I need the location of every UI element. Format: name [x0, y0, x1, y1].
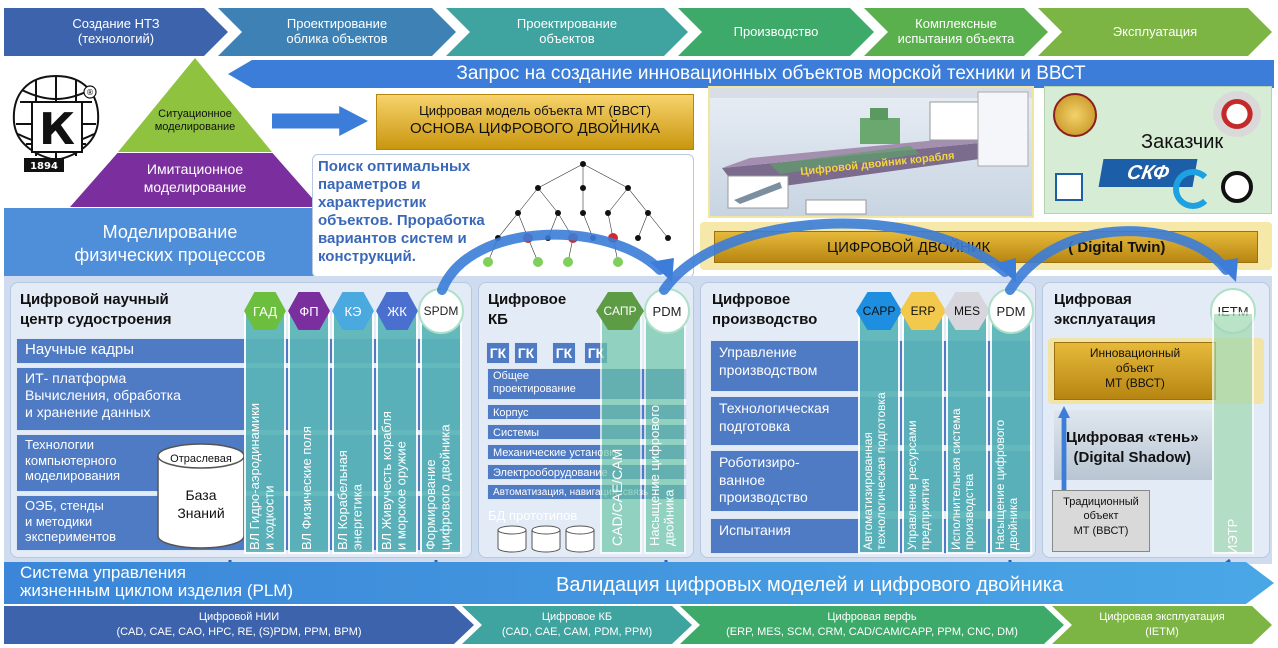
bottom-stage-nii: Цифровой НИИ (CAD, CAE, CAO, HPC, RE, (S… [4, 606, 474, 644]
column-cad [600, 312, 642, 554]
bottom-stage-operation-sub: (IETM) [1145, 626, 1179, 638]
knowledge-base-label: База Знаний [177, 487, 225, 522]
navy-emblem-icon [1053, 93, 1097, 137]
circle-prod-pdm: PDM [988, 288, 1034, 334]
prototype-db-icons [497, 525, 595, 553]
science-center-title: Цифровой научный центр судостроения [20, 291, 172, 329]
bottom-stage-operation-title: Цифровая эксплуатация [1099, 611, 1225, 624]
stage-nts: Создание НТЗ (технологий) [4, 8, 228, 56]
hex-ke: КЭ [332, 292, 374, 330]
gk-1: ГК [486, 342, 510, 364]
customer-title: Заказчик [1141, 131, 1224, 153]
bottom-stage-shipyard-title: Цифровая верфь [827, 611, 917, 624]
stage-production: Производство [678, 8, 874, 56]
column-survivability [376, 310, 418, 554]
gk-3: ГК [552, 342, 576, 364]
innovative-object: Инновационный объект МТ (ВВСТ) [1054, 342, 1216, 400]
operation-title: Цифровая эксплуатация [1054, 291, 1156, 329]
logo-emblem-icon: К ® 1894 [12, 74, 100, 172]
pyramid-physical-label: Моделирование физических процессов [74, 222, 266, 266]
bottom-stage-shipyard: Цифровая верфь (ERP, MES, SCM, CRM, CAD/… [680, 606, 1064, 644]
svg-text:1894: 1894 [30, 161, 58, 172]
column-erp [902, 312, 944, 554]
pyramid-physical [4, 208, 316, 276]
search-panel [312, 154, 694, 278]
customer-panel: Заказчик СКФ [1044, 86, 1272, 214]
gk-2: ГК [514, 342, 538, 364]
digital-model-line2: ОСНОВА ЦИФРОВОГО ДВОЙНИКА [409, 120, 661, 137]
bottom-stage-shipyard-sub: (ERP, MES, SCM, CRM, CAD/CAM/CAPP, PPM, … [726, 626, 1018, 638]
kb-title: Цифровое КБ [488, 291, 567, 329]
plm-bar [4, 562, 1274, 604]
pyramid-situational-label: Ситуационное моделирование [154, 108, 236, 134]
svg-text:К: К [39, 104, 75, 155]
digital-model-box: Цифровая модель объекта МТ (ВВСТ) ОСНОВА… [376, 94, 694, 150]
bottom-stage-nii-sub: (CAD, CAE, CAO, HPC, RE, (S)PDM, PPM, BP… [116, 626, 362, 638]
bottom-stage-kb-sub: (CAD, CAE, CAM, PDM, PPM) [501, 626, 653, 638]
circle-kb-pdm: PDM [644, 288, 690, 334]
column-mes [946, 312, 988, 554]
knowledge-base-cylinder [157, 443, 245, 549]
production-title: Цифровое производство [712, 291, 818, 329]
hex-gad: ГАД [244, 292, 286, 330]
stage-testing: Комплексные испытания объекта [864, 8, 1048, 56]
column-twin-forming [420, 310, 462, 554]
circle-spdm: SPDM [418, 288, 464, 334]
plm-label: Система управления жизненным циклом изде… [20, 563, 294, 600]
usc-logo-icon [1173, 169, 1213, 209]
aircraft-carrier-icon [710, 88, 1032, 215]
hex-zhk: ЖК [376, 292, 418, 330]
bottom-stage-kb: Цифровое КБ (CAD, CAE, CAM, PDM, PPM) [462, 606, 692, 644]
column-hydro [244, 310, 286, 554]
traditional-object: Традиционный объект МТ (ВВСТ) [1052, 490, 1150, 552]
bottom-stage-nii-title: Цифровой НИИ [198, 611, 280, 624]
validation-label: Валидация цифровых моделей и цифрового д… [556, 574, 1064, 596]
bottom-stage-operation: Цифровая эксплуатация (IETM) [1052, 606, 1272, 644]
hex-sapr: САПР [596, 292, 644, 330]
kb-db-label: БД прототипов [488, 508, 578, 523]
ship-twin-image: Цифровой двойник корабля [708, 86, 1034, 218]
request-banner-text: Запрос на создание инновационных объекто… [456, 63, 1086, 84]
column-ietr [1212, 312, 1254, 554]
column-kb-twin [644, 312, 686, 554]
request-banner: Запрос на создание инновационных объекто… [228, 60, 1274, 88]
stage-operation: Эксплуатация [1038, 8, 1272, 56]
knowledge-base-top-label: Отраслевая [170, 453, 232, 465]
search-text: Поиск оптимальных параметров и характери… [318, 158, 485, 265]
stage-object-design: Проектирование объектов [446, 8, 688, 56]
bottom-stage-kb-title: Цифровое КБ [541, 611, 613, 624]
anchor-emblem-icon [1055, 173, 1083, 201]
shadow-image [1054, 410, 1212, 480]
hex-mes: MES [944, 292, 990, 330]
hex-capp: CAPP [856, 292, 902, 330]
svg-text:®: ® [86, 88, 94, 97]
digital-model-line1: Цифровая модель объекта МТ (ВВСТ) [419, 103, 651, 118]
column-power [332, 310, 374, 554]
digital-twin-en-label: ( Digital Twin) [1068, 238, 1166, 256]
column-prod-twin [990, 312, 1032, 554]
rosatom-logo-icon [1221, 171, 1253, 203]
pyramid-imitation-label: Имитационное моделирование [143, 161, 247, 196]
digital-shadow-label: Цифровая «тень» (Digital Shadow) [1066, 429, 1199, 466]
hex-fp: ФП [288, 292, 330, 330]
institute-logo: К ® 1894 [6, 72, 106, 176]
stage-concept-design: Проектирование облика объектов [218, 8, 456, 56]
pyramid-imitation [70, 153, 320, 207]
ministry-emblem-icon [1213, 91, 1261, 137]
hex-erp: ERP [900, 292, 946, 330]
